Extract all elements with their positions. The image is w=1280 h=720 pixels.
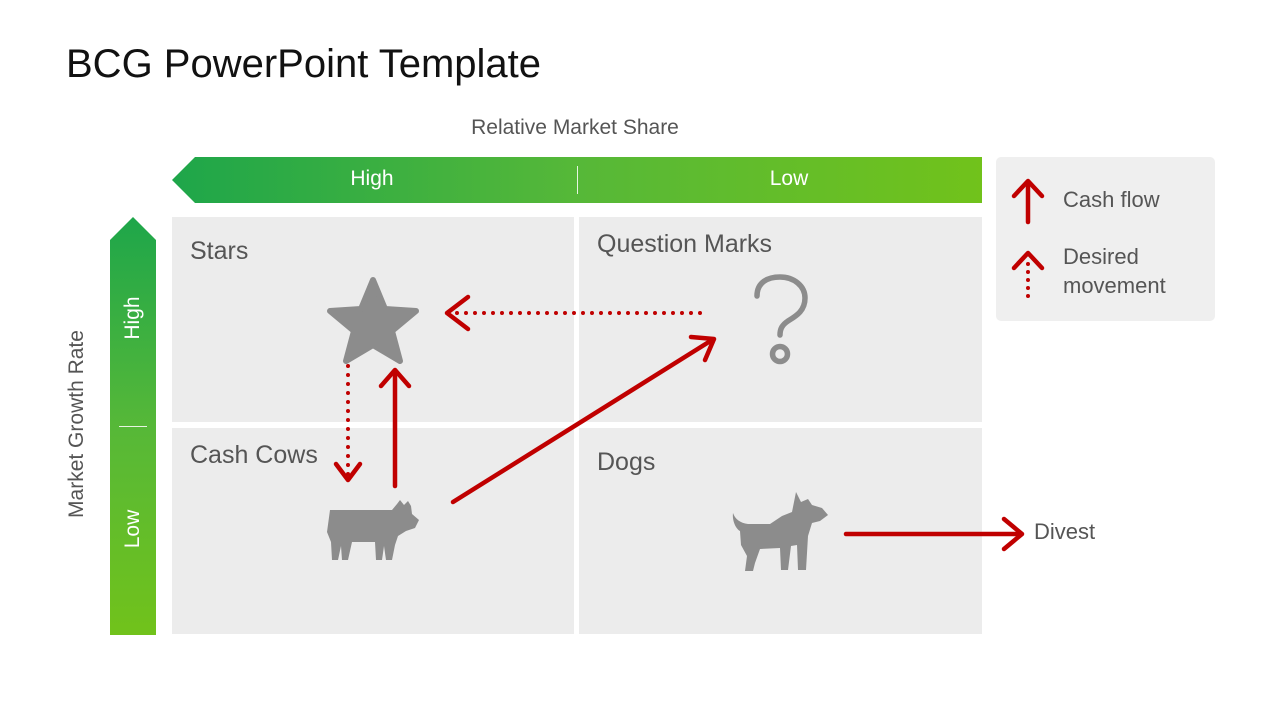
quadrant-question-marks <box>579 217 982 422</box>
legend-desired-movement-arrow-icon <box>1011 250 1045 298</box>
stars-label: Stars <box>190 237 249 265</box>
cow-icon <box>327 500 419 560</box>
legend-desired-movement-line2: movement <box>1063 273 1166 298</box>
dog-icon <box>732 492 828 571</box>
x-axis-divider <box>577 166 578 194</box>
cash-flow-arrow-cows-to-stars <box>378 367 412 489</box>
legend-cash-flow-arrow-icon <box>1011 178 1045 225</box>
question-marks-label: Question Marks <box>597 230 773 258</box>
legend-cash-flow-label: Cash flow <box>1063 187 1160 212</box>
x-axis-low-label: Low <box>769 167 809 190</box>
cash-flow-arrow-cows-to-question-marks <box>450 334 717 505</box>
x-axis-high-label: High <box>350 167 394 190</box>
desired-movement-arrow-qm-to-stars <box>444 294 702 332</box>
y-axis-divider <box>119 426 147 427</box>
legend-desired-movement-line1: Desired <box>1063 244 1139 269</box>
slide-title: BCG PowerPoint Template <box>66 42 542 86</box>
star-icon <box>327 277 419 364</box>
desired-movement-arrow-stars-to-cows <box>333 364 363 483</box>
question-mark-icon <box>754 274 808 365</box>
x-axis-label: Relative Market Share <box>471 116 679 139</box>
cash-cows-label: Cash Cows <box>190 441 318 469</box>
dogs-label: Dogs <box>597 448 656 476</box>
divest-label: Divest <box>1034 519 1096 544</box>
divest-arrow <box>843 516 1025 552</box>
